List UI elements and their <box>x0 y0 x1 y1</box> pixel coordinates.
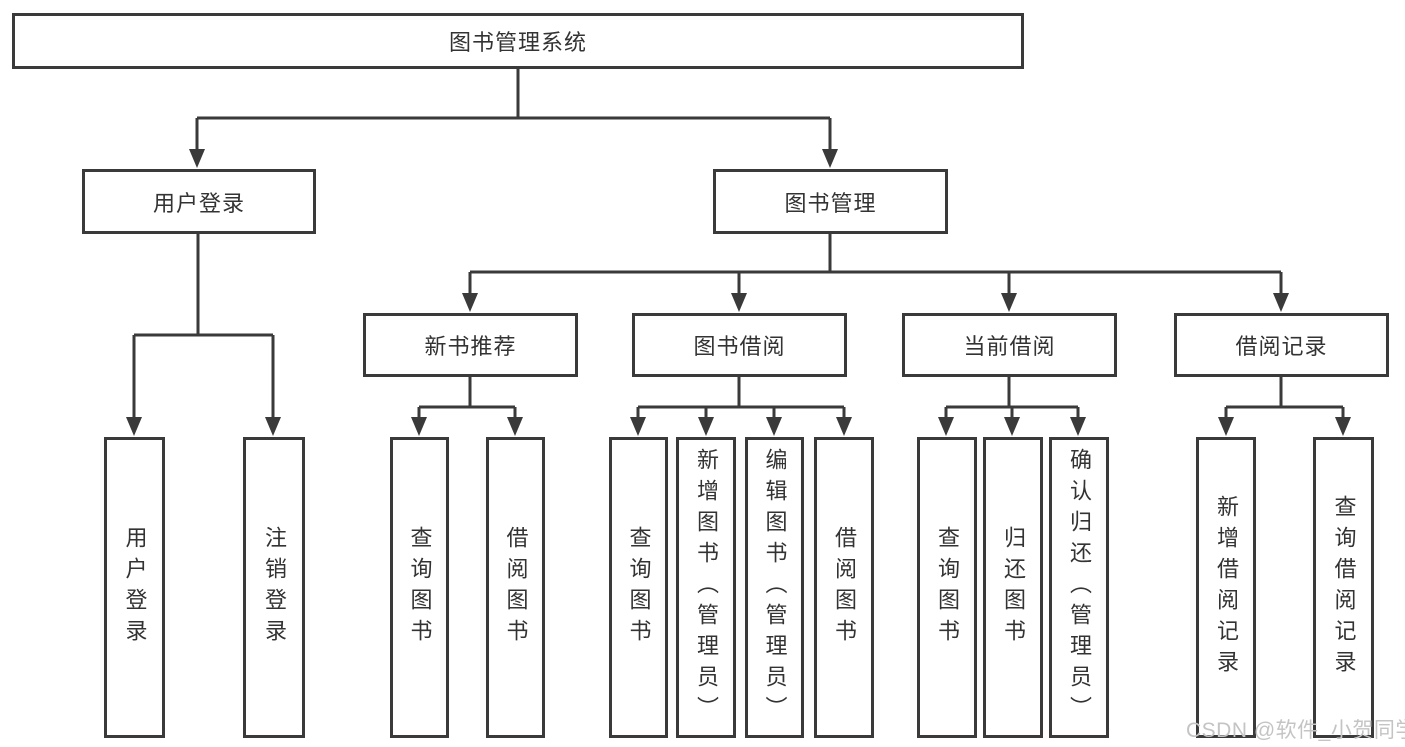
leaf-label: 确认归还（管理员） <box>1067 448 1092 727</box>
leaf-label: 归还图书 <box>1001 525 1026 650</box>
node-label: 当前借阅 <box>963 334 1056 359</box>
leaf-label: 借阅图书 <box>832 525 857 650</box>
leaf-return-books: 归还图书 <box>983 437 1043 738</box>
leaf-label: 编辑图书（管理员） <box>762 448 788 727</box>
leaf-label: 新增借阅记录 <box>1214 494 1239 681</box>
leaf-label: 查询图书 <box>626 525 652 650</box>
node-label: 用户登录 <box>152 190 245 216</box>
node-label: 图书管理系统 <box>448 30 587 55</box>
node-library-system: 图书管理系统 <box>12 13 1024 69</box>
node-label: 新书推荐 <box>424 334 517 359</box>
leaf-borrow-books: 借阅图书 <box>814 437 874 738</box>
csdn-watermark: CSDN @软件_小贺同学 <box>1186 719 1405 742</box>
leaf-label: 借阅图书 <box>503 525 529 650</box>
node-current-borrow: 当前借阅 <box>902 313 1117 377</box>
leaf-query-books-current: 查询图书 <box>917 437 977 738</box>
node-borrow-records: 借阅记录 <box>1174 313 1389 377</box>
leaf-add-borrow-record: 新增借阅记录 <box>1196 437 1256 738</box>
node-book-management: 图书管理 <box>713 169 948 234</box>
node-label: 借阅记录 <box>1235 334 1328 359</box>
node-label: 图书管理 <box>784 190 877 216</box>
leaf-add-books-admin: 新增图书（管理员） <box>676 437 736 738</box>
leaf-edit-books-admin: 编辑图书（管理员） <box>745 437 804 738</box>
leaf-query-books-recommend: 查询图书 <box>390 437 449 738</box>
leaf-label: 注销登录 <box>262 525 287 650</box>
leaf-logout: 注销登录 <box>243 437 305 738</box>
leaf-label: 用户登录 <box>122 525 148 650</box>
leaf-user-login: 用户登录 <box>104 437 165 738</box>
leaf-label: 新增图书（管理员） <box>694 448 719 727</box>
leaf-query-books-borrow: 查询图书 <box>609 437 668 738</box>
node-label: 图书借阅 <box>693 334 786 359</box>
leaf-query-borrow-record: 查询借阅记录 <box>1313 437 1374 738</box>
leaf-confirm-return-admin: 确认归还（管理员） <box>1049 437 1109 738</box>
leaf-borrow-books-recommend: 借阅图书 <box>486 437 545 738</box>
node-user-login: 用户登录 <box>82 169 316 234</box>
leaf-label: 查询图书 <box>407 525 433 650</box>
leaf-label: 查询图书 <box>935 525 960 650</box>
node-book-borrow: 图书借阅 <box>632 313 847 377</box>
leaf-label: 查询借阅记录 <box>1331 494 1357 681</box>
node-new-book-recommend: 新书推荐 <box>363 313 578 377</box>
